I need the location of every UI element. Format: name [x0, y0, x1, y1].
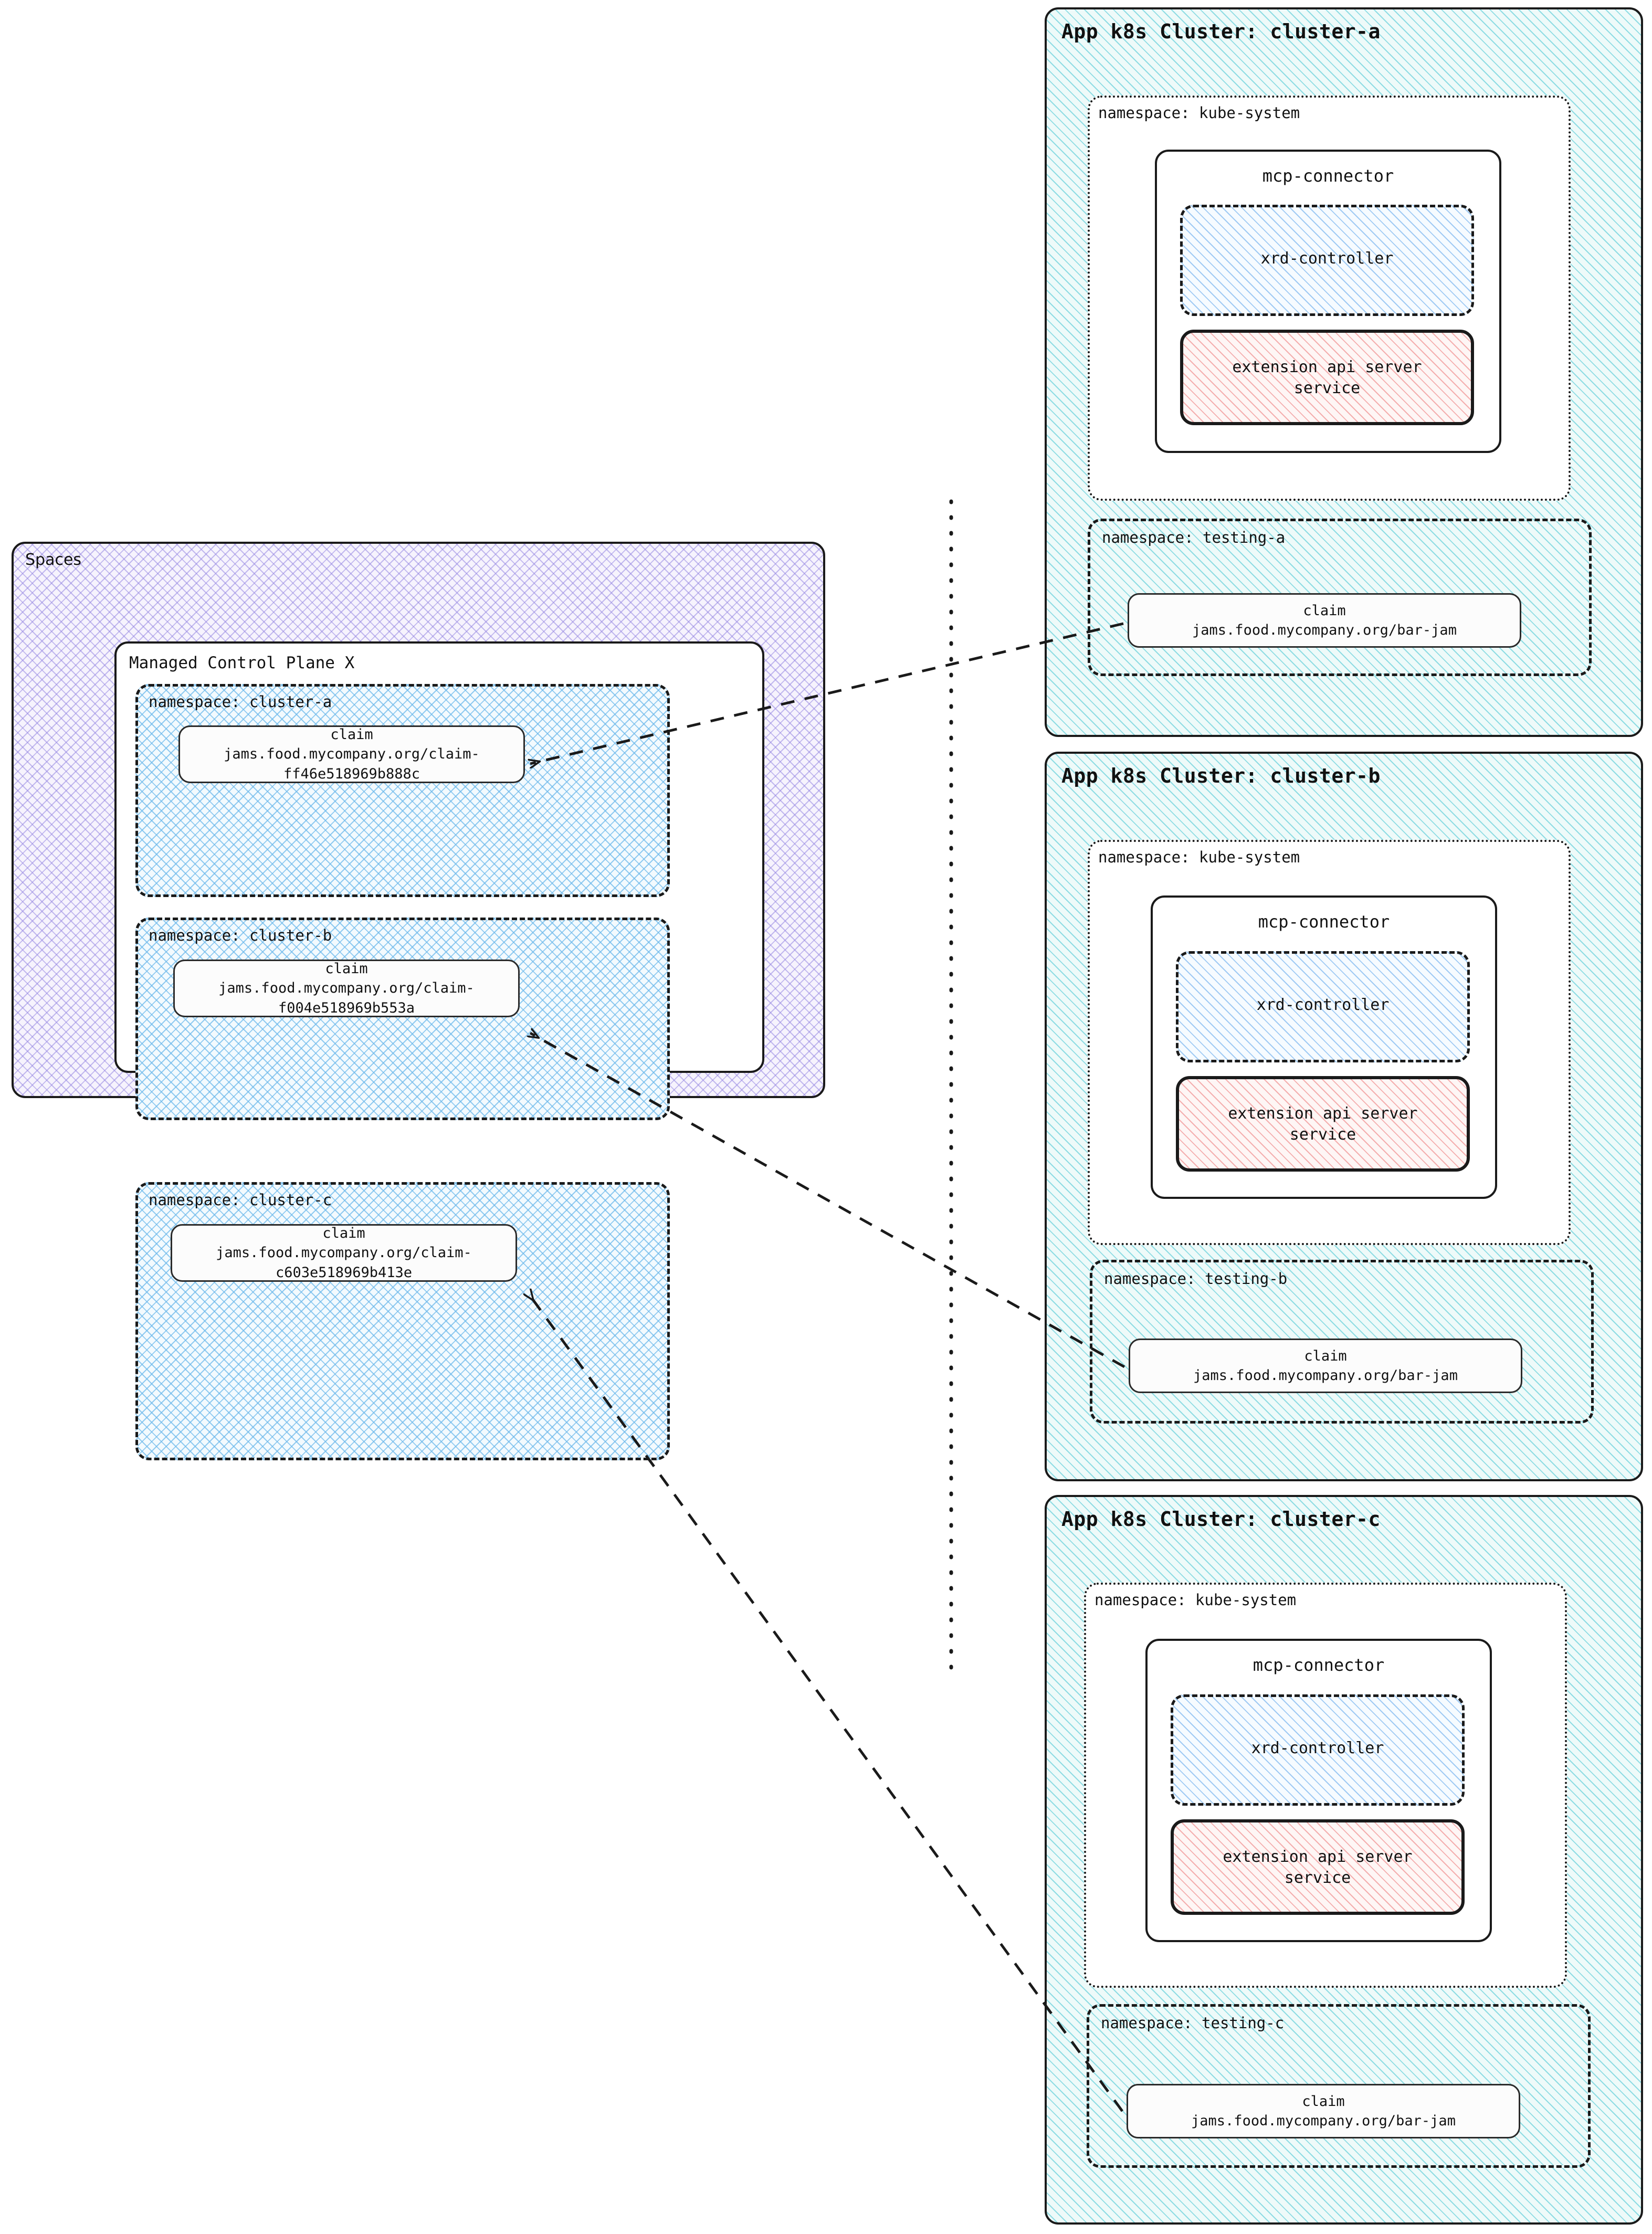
cluster-c-testing-claim[interactable]: claim jams.food.mycompany.org/bar-jam [1127, 2084, 1520, 2138]
cluster-b-extension-api-server-service: extension api server service [1176, 1076, 1470, 1172]
cluster-c-title: App k8s Cluster: cluster-c [1061, 1508, 1381, 1531]
claim-kind: claim [1302, 2093, 1345, 2110]
cluster-b-title: App k8s Cluster: cluster-b [1061, 764, 1381, 787]
claim-ref-line2: c603e518969b413e [275, 1264, 413, 1281]
cluster-a-testing-label: namespace: testing-a [1102, 529, 1286, 546]
cluster-b-xrd-controller-label: xrd-controller [1256, 996, 1390, 1014]
claim-ref-line1: jams.food.mycompany.org/claim- [218, 980, 475, 997]
namespace-cluster-c-label: namespace: cluster-c [149, 1191, 332, 1209]
cluster-c-xrd-controller-label: xrd-controller [1251, 1739, 1384, 1757]
cluster-b-xrd-controller: xrd-controller [1176, 951, 1470, 1062]
namespace-cluster-b-label: namespace: cluster-b [149, 926, 332, 944]
namespace-cluster-a: namespace: cluster-a [135, 684, 670, 897]
cluster-c-kube-system-label: namespace: kube-system [1095, 1591, 1297, 1609]
claim-ref-line2: ff46e518969b888c [283, 765, 420, 782]
cluster-a-mcp-connector-label: mcp-connector [1262, 166, 1394, 186]
cluster-c-testing-label: namespace: testing-c [1101, 2014, 1285, 2032]
claim-kind: claim [322, 1225, 365, 1242]
namespace-cluster-a-label: namespace: cluster-a [149, 693, 332, 711]
spaces-label: Spaces [25, 551, 82, 569]
cluster-b-mcp-connector-label: mcp-connector [1258, 912, 1390, 932]
cluster-b-testing-claim[interactable]: claim jams.food.mycompany.org/bar-jam [1129, 1339, 1522, 1393]
claim-kind: claim [330, 726, 373, 743]
cluster-a-api-server-line2: service [1293, 379, 1361, 397]
claim-cluster-c[interactable]: claim jams.food.mycompany.org/claim- c60… [171, 1224, 517, 1282]
claim-kind: claim [325, 961, 368, 977]
namespace-cluster-b: namespace: cluster-b [135, 918, 670, 1120]
claim-kind: claim [1304, 1347, 1347, 1364]
cluster-a-xrd-controller-label: xrd-controller [1260, 249, 1394, 268]
cluster-c-api-server-line2: service [1284, 1869, 1351, 1887]
claim-ref: jams.food.mycompany.org/bar-jam [1191, 2113, 1456, 2129]
cluster-a-api-server-line1: extension api server [1232, 358, 1422, 376]
claim-ref-line2: f004e518969b553a [278, 999, 415, 1016]
cluster-c-api-server-line1: extension api server [1223, 1848, 1413, 1866]
cluster-c-mcp-connector-label: mcp-connector [1253, 1655, 1385, 1675]
cluster-a-xrd-controller: xrd-controller [1180, 205, 1474, 316]
claim-ref: jams.food.mycompany.org/bar-jam [1192, 622, 1457, 638]
cluster-a-testing-claim[interactable]: claim jams.food.mycompany.org/bar-jam [1128, 593, 1521, 648]
cluster-a-kube-system-label: namespace: kube-system [1098, 104, 1300, 122]
claim-ref-line1: jams.food.mycompany.org/claim- [224, 746, 480, 763]
cluster-b-kube-system-label: namespace: kube-system [1098, 848, 1300, 866]
claim-cluster-a[interactable]: claim jams.food.mycompany.org/claim- ff4… [178, 725, 525, 783]
cluster-a-title: App k8s Cluster: cluster-a [1061, 20, 1381, 43]
managed-control-plane-label: Managed Control Plane X [129, 654, 355, 672]
claim-ref-line1: jams.food.mycompany.org/claim- [216, 1245, 472, 1261]
claim-kind: claim [1303, 602, 1346, 619]
cluster-c-extension-api-server-service: extension api server service [1171, 1819, 1465, 1915]
cluster-b-api-server-line1: extension api server [1228, 1104, 1418, 1123]
claim-cluster-b[interactable]: claim jams.food.mycompany.org/claim- f00… [173, 960, 520, 1017]
cluster-b-testing-label: namespace: testing-b [1104, 1270, 1288, 1288]
cluster-c-xrd-controller: xrd-controller [1171, 1694, 1465, 1806]
cluster-a-extension-api-server-service: extension api server service [1180, 330, 1474, 425]
cluster-b-api-server-line2: service [1289, 1125, 1356, 1144]
claim-ref: jams.food.mycompany.org/bar-jam [1193, 1367, 1458, 1384]
